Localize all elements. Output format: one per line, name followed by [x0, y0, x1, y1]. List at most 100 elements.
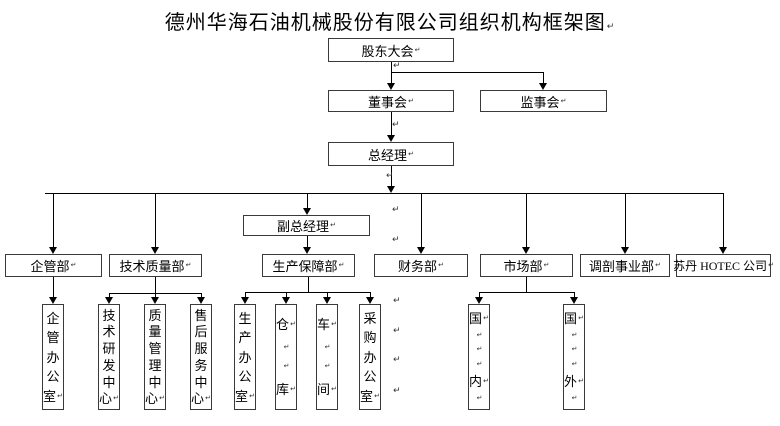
- node-qiguan-office: 企管办公室↵: [42, 304, 64, 410]
- vertical-char: ↵: [571, 345, 578, 354]
- connector-line: [391, 72, 392, 85]
- vertical-char: 生: [238, 310, 252, 326]
- connector-line: [391, 62, 392, 72]
- vertical-char: 室↵: [43, 388, 63, 404]
- connector-line: [625, 193, 626, 248]
- vertical-char: 办: [363, 349, 377, 365]
- connector-line: [109, 293, 110, 298]
- arrowhead-icon: [719, 247, 727, 254]
- vertical-char: 中: [102, 374, 116, 390]
- vertical-char: 车↵: [317, 316, 337, 332]
- arrowhead-icon: [303, 208, 311, 215]
- vertical-char: ↵: [324, 342, 331, 351]
- connector-line: [155, 277, 156, 293]
- vertical-char: 内↵: [469, 373, 489, 389]
- connector-line: [723, 193, 724, 248]
- node-profile-control-division: 调剖事业部↵: [580, 254, 670, 277]
- vertical-char: 产: [238, 330, 252, 345]
- arrowhead-icon: [570, 297, 578, 304]
- vertical-char: 技: [102, 307, 116, 323]
- arrowhead-icon: [387, 186, 395, 193]
- connector-line: [479, 292, 574, 293]
- vertical-char: 企: [46, 310, 60, 326]
- node-quality-mgmt-center: 质量管理中心↵: [144, 304, 166, 410]
- paragraph-mark: ↵: [393, 61, 401, 71]
- vertical-char: 售: [194, 307, 208, 323]
- connector-line: [155, 193, 156, 248]
- paragraph-mark: ↵: [392, 235, 400, 245]
- node-tech-quality-dept: 技术质量部↵: [109, 254, 202, 277]
- vertical-char: ↵: [571, 331, 578, 340]
- arrowhead-icon: [105, 297, 113, 304]
- vertical-char: 办: [46, 349, 60, 365]
- arrowhead-icon: [197, 297, 205, 304]
- vertical-char: 仓↵: [276, 316, 296, 332]
- vertical-char: 间↵: [317, 382, 337, 398]
- vertical-char: ↵: [476, 331, 483, 340]
- arrowhead-icon: [151, 297, 159, 304]
- connector-line: [526, 193, 527, 248]
- vertical-char: 心↵: [145, 391, 165, 407]
- node-deputy-general-manager: 副总经理↵: [243, 215, 370, 236]
- vertical-char: 国↵: [469, 311, 489, 327]
- arrowhead-icon: [303, 247, 311, 254]
- vertical-char: 理: [148, 357, 162, 373]
- paragraph-mark: ↵: [393, 386, 401, 396]
- vertical-char: ↵: [283, 342, 290, 351]
- vertical-char: 国↵: [564, 311, 584, 327]
- connector-line: [391, 72, 543, 73]
- arrowhead-icon: [522, 247, 530, 254]
- paragraph-mark: ↵: [393, 296, 401, 306]
- vertical-char: 购: [363, 330, 377, 345]
- vertical-char: ↵: [476, 359, 483, 368]
- vertical-char: ↵: [283, 362, 290, 371]
- node-workshop: 车↵↵↵间↵: [316, 304, 338, 410]
- connector-line: [245, 292, 246, 298]
- connector-line: [526, 277, 527, 292]
- vertical-char: 外↵: [564, 373, 584, 389]
- node-shareholders-meeting: 股东大会↵: [328, 38, 454, 62]
- paragraph-mark: ↵: [392, 205, 400, 215]
- connector-line: [307, 236, 308, 248]
- vertical-char: 管: [148, 341, 162, 357]
- vertical-char: ↵: [476, 345, 483, 354]
- arrowhead-icon: [323, 297, 331, 304]
- vertical-char: 中: [148, 374, 162, 390]
- connector-line: [479, 292, 480, 298]
- node-general-manager: 总经理↵: [328, 142, 454, 166]
- connector-line: [370, 292, 371, 298]
- node-qiguan-dept: 企管部↵: [5, 254, 102, 277]
- vertical-char: 公: [363, 369, 377, 384]
- vertical-char: 术: [102, 324, 116, 340]
- connector-line: [391, 166, 392, 187]
- connector-line: [391, 112, 392, 136]
- connector-line: [543, 72, 544, 85]
- connector-line: [574, 292, 575, 298]
- arrowhead-icon: [282, 297, 290, 304]
- vertical-char: 质: [148, 307, 162, 323]
- paragraph-mark: ↵: [393, 326, 401, 336]
- arrowhead-icon: [475, 297, 483, 304]
- vertical-char: 室↵: [235, 388, 255, 404]
- connector-line: [53, 277, 54, 298]
- arrowhead-icon: [539, 83, 547, 90]
- vertical-char: 管: [46, 330, 60, 345]
- vertical-char: 量: [148, 324, 162, 340]
- paragraph-mark: ↵: [392, 120, 400, 130]
- arrowhead-icon: [366, 297, 374, 304]
- chart-title: 德州华海石油机械股份有限公司组织机构框架图↵: [164, 12, 616, 34]
- node-overseas: 国↵↵↵↵外↵↵: [563, 304, 585, 410]
- vertical-char: 办: [238, 349, 252, 365]
- arrowhead-icon: [49, 247, 57, 254]
- arrowhead-icon: [151, 247, 159, 254]
- arrowhead-icon: [241, 297, 249, 304]
- node-finance-dept: 财务部↵: [374, 254, 468, 277]
- connector-line: [307, 193, 308, 209]
- node-domestic: 国↵↵↵↵内↵↵: [468, 304, 490, 410]
- node-warehouse: 仓↵↵↵库↵: [275, 304, 297, 410]
- connector-line: [421, 193, 422, 248]
- connector-line: [286, 292, 287, 298]
- node-sudan-hotec-company: 苏丹 HOTEC 公司↵: [673, 254, 774, 277]
- node-supervisory-board: 监事会↵: [480, 90, 607, 112]
- paragraph-mark: ↵: [393, 355, 401, 365]
